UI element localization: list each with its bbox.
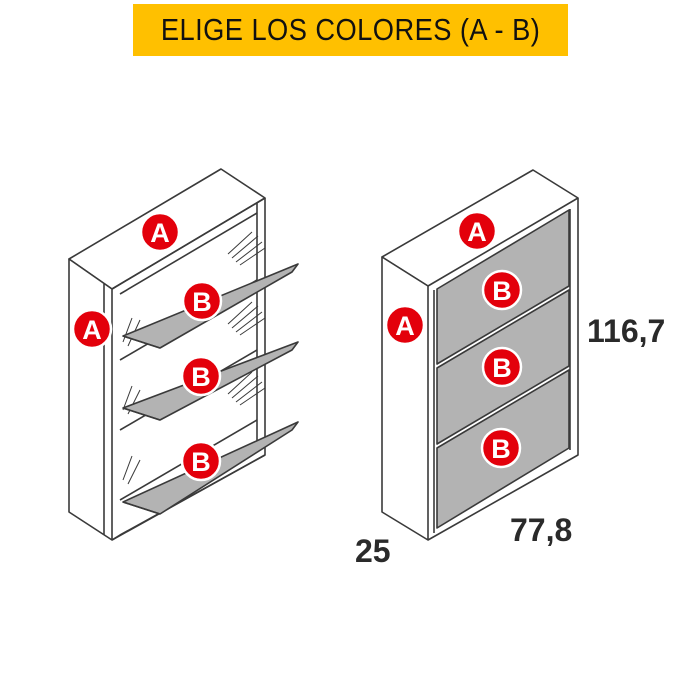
badge-left-side-label: A — [82, 315, 102, 345]
badge-left-door-3: B — [180, 440, 222, 482]
badge-right-side-label: A — [395, 311, 415, 341]
dimension-width: 77,8 — [510, 512, 572, 548]
title-text: ELIGE LOS COLORES (A - B) — [160, 12, 541, 47]
title-banner: ELIGE LOS COLORES (A - B) — [133, 4, 568, 56]
badge-right-top: A — [456, 210, 498, 252]
badge-right-side: A — [384, 304, 426, 346]
badge-right-door-1: B — [481, 269, 523, 311]
badge-right-top-label: A — [467, 217, 487, 247]
badge-left-door-2: B — [180, 355, 222, 397]
badge-left-door-2-label: B — [191, 362, 211, 392]
shoe-fan-3 — [122, 371, 266, 485]
badge-right-door-2: B — [481, 346, 523, 388]
badge-right-door-2-label: B — [492, 353, 512, 383]
shoe-fan-2 — [122, 301, 266, 415]
closed-side-panel — [381, 256, 429, 541]
cabinet-side-panel — [68, 258, 113, 541]
badge-left-side: A — [71, 308, 113, 350]
badge-right-door-3-label: B — [491, 434, 511, 464]
badge-left-door-3-label: B — [191, 447, 211, 477]
dimension-height: 116,7 — [587, 313, 665, 349]
badge-left-top: A — [139, 211, 181, 253]
badge-right-door-3: B — [480, 427, 522, 469]
cabinet-open-view — [68, 168, 299, 541]
dimension-depth: 25 — [355, 533, 391, 569]
badge-left-top-label: A — [150, 218, 170, 248]
badge-right-door-1-label: B — [492, 276, 512, 306]
badge-left-door-1: B — [181, 280, 223, 322]
badge-left-door-1-label: B — [192, 287, 212, 317]
